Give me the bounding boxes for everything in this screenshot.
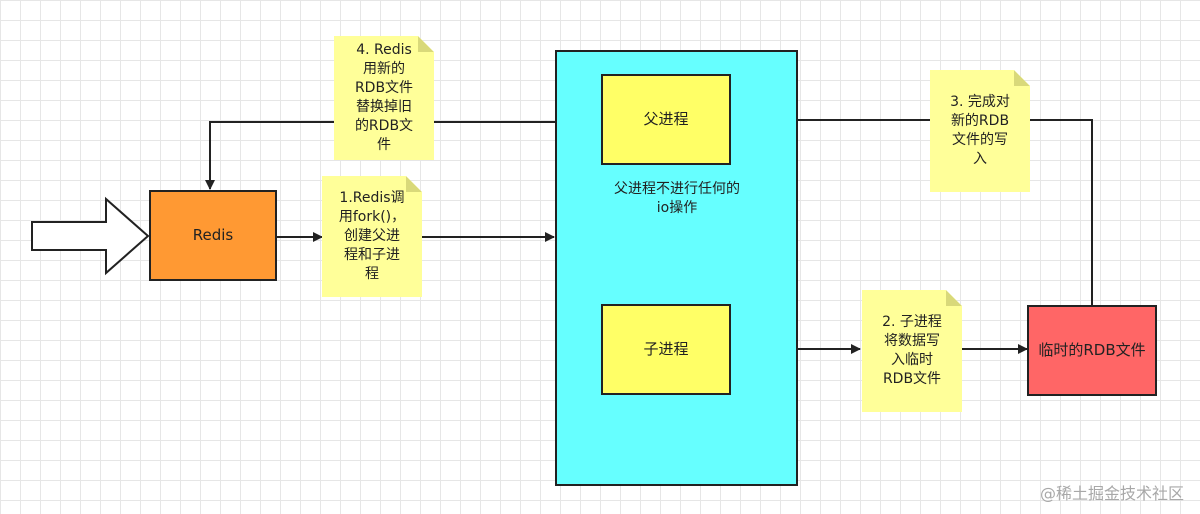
parent-process-node: 父进程 — [601, 74, 731, 165]
redis-node: Redis — [149, 190, 277, 281]
note-step2-write: 2. 子进程 将数据写 入临时 RDB文件 — [862, 290, 962, 412]
note-step1-fork: 1.Redis调 用fork()， 创建父进 程和子进 程 — [322, 176, 422, 297]
child-process-label: 子进程 — [643, 339, 689, 358]
input-arrow-icon — [31, 196, 150, 276]
child-process-node: 子进程 — [601, 304, 731, 395]
note-step3-text: 3. 完成对 新的RDB 文件的写 入 — [950, 94, 1010, 167]
note-step1-text: 1.Redis调 用fork()， 创建父进 程和子进 程 — [338, 190, 406, 282]
note-step4-replace: 4. Redis 用新的 RDB文件 替换掉旧 的RDB文 件 — [334, 36, 434, 160]
edge-replace-note-to-redis — [205, 121, 336, 190]
note-step2-text: 2. 子进程 将数据写 入临时 RDB文件 — [882, 314, 942, 387]
redis-node-label: Redis — [192, 225, 234, 244]
note-step3-complete: 3. 完成对 新的RDB 文件的写 入 — [930, 70, 1030, 192]
watermark: @稀土掘金技术社区 — [1039, 484, 1184, 503]
container-label: 父进程不进行任何的 io操作 — [614, 181, 740, 216]
temp-rdb-label: 临时的RDB文件 — [1038, 340, 1146, 359]
temp-rdb-node: 临时的RDB文件 — [1027, 305, 1157, 396]
edge-temp-to-parent — [1030, 119, 1093, 305]
parent-process-label: 父进程 — [643, 109, 689, 128]
note-step4-text: 4. Redis 用新的 RDB文件 替换掉旧 的RDB文 件 — [354, 42, 414, 153]
